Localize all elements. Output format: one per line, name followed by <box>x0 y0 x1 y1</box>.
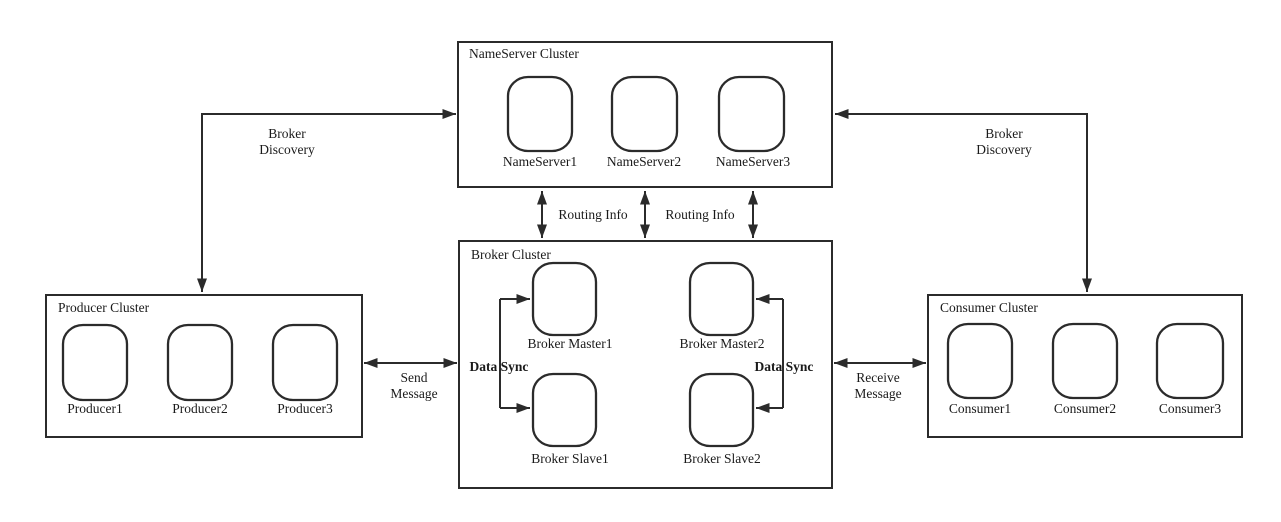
broker-discovery-left-label-line2: Discovery <box>259 142 315 157</box>
nameserver2-node <box>610 75 679 153</box>
nameserver1-label: NameServer1 <box>503 154 577 169</box>
broker-discovery-right-label-line1: Broker <box>985 126 1023 141</box>
producer2-node <box>166 323 234 402</box>
routing-info-label-1: Routing Info <box>558 207 628 222</box>
broker-master2-node <box>688 261 755 337</box>
send-message-label-line2: Message <box>390 386 437 401</box>
consumer1-node <box>946 322 1014 400</box>
producer3-label: Producer3 <box>277 401 333 416</box>
broker-discovery-right-label-line2: Discovery <box>976 142 1032 157</box>
consumer1-label: Consumer1 <box>949 401 1011 416</box>
broker-slave1-node <box>531 372 598 448</box>
producer2-label: Producer2 <box>172 401 227 416</box>
consumer3-label: Consumer3 <box>1159 401 1221 416</box>
consumer2-node <box>1051 322 1119 400</box>
data-sync-right-label: Data Sync <box>755 359 814 374</box>
nameserver1-node <box>506 75 574 153</box>
broker-master2-label: Broker Master2 <box>679 336 764 351</box>
nameserver2-label: NameServer2 <box>607 154 681 169</box>
nameserver3-label: NameServer3 <box>716 154 790 169</box>
producer3-node <box>271 323 339 402</box>
nameserver3-node <box>717 75 786 153</box>
consumer2-label: Consumer2 <box>1054 401 1116 416</box>
broker-discovery-left-label-line1: Broker <box>268 126 306 141</box>
send-message-label-line1: Send <box>401 370 428 385</box>
nameserver-cluster-title: NameServer Cluster <box>469 46 579 61</box>
consumer-cluster-title: Consumer Cluster <box>940 300 1038 315</box>
broker-master1-label: Broker Master1 <box>527 336 612 351</box>
producer-cluster-title: Producer Cluster <box>58 300 150 315</box>
routing-info-label-2: Routing Info <box>665 207 735 222</box>
receive-message-label-line1: Receive <box>856 370 899 385</box>
consumer3-node <box>1155 322 1225 400</box>
broker-slave2-node <box>688 372 755 448</box>
data-sync-left-label: Data Sync <box>470 359 529 374</box>
broker-cluster-title: Broker Cluster <box>471 247 551 262</box>
receive-message-label-line2: Message <box>854 386 901 401</box>
producer1-label: Producer1 <box>67 401 122 416</box>
broker-slave1-label: Broker Slave1 <box>531 451 609 466</box>
broker-cluster-box <box>458 240 833 489</box>
producer1-node <box>61 323 129 402</box>
broker-slave2-label: Broker Slave2 <box>683 451 761 466</box>
broker-master1-node <box>531 261 598 337</box>
